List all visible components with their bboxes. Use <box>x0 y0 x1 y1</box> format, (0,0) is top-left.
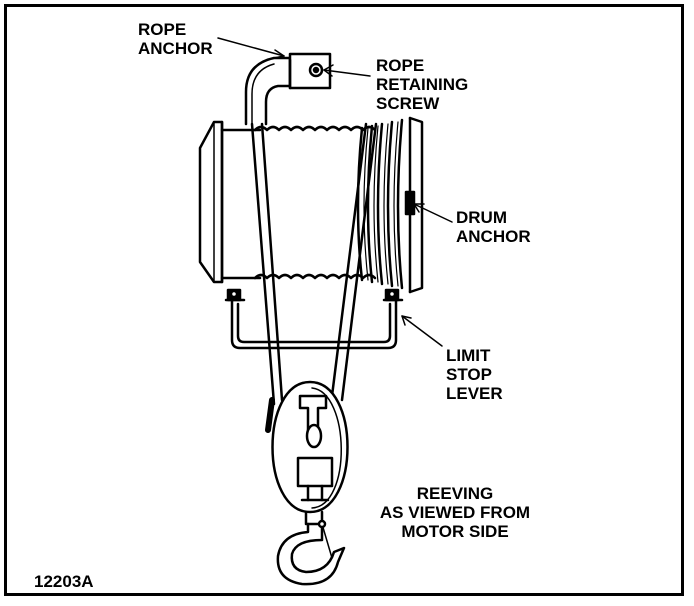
label-limit-stop-lever: LIMIT STOP LEVER <box>446 346 503 403</box>
label-line: DRUM <box>456 208 507 227</box>
leader-lines <box>217 37 453 347</box>
label-line: REEVING <box>416 484 494 503</box>
drum-end-housing <box>198 120 262 284</box>
label-line: ROPE <box>376 56 425 75</box>
label-drum-anchor: DRUM ANCHOR <box>456 208 531 246</box>
label-line: ANCHOR <box>138 39 213 58</box>
label-rope-retaining-screw: ROPE RETAINING SCREW <box>376 56 468 113</box>
label-line: MOTOR SIDE <box>401 522 509 541</box>
label-line: ROPE <box>138 20 187 39</box>
hook-block <box>265 380 349 514</box>
hoist-ropes <box>250 122 378 406</box>
load-hook <box>276 510 346 586</box>
label-rope-anchor: ROPE ANCHOR <box>138 20 213 58</box>
limit-stop-lever <box>224 288 404 350</box>
label-reeving: REEVING AS VIEWED FROM MOTOR SIDE <box>360 484 550 541</box>
rope-anchor-fitting <box>244 52 332 126</box>
label-line: RETAINING <box>376 75 469 94</box>
label-line: SCREW <box>376 94 440 113</box>
label-line: ANCHOR <box>456 227 531 246</box>
label-line: LIMIT <box>446 346 491 365</box>
figure-id: 12203A <box>34 572 94 591</box>
rope-drum <box>253 116 424 294</box>
label-line: STOP <box>446 365 492 384</box>
label-line: LEVER <box>446 384 503 403</box>
drum-anchor-clamp <box>404 190 416 216</box>
label-line: AS VIEWED FROM <box>379 503 531 522</box>
retaining-screw-icon <box>308 62 324 78</box>
